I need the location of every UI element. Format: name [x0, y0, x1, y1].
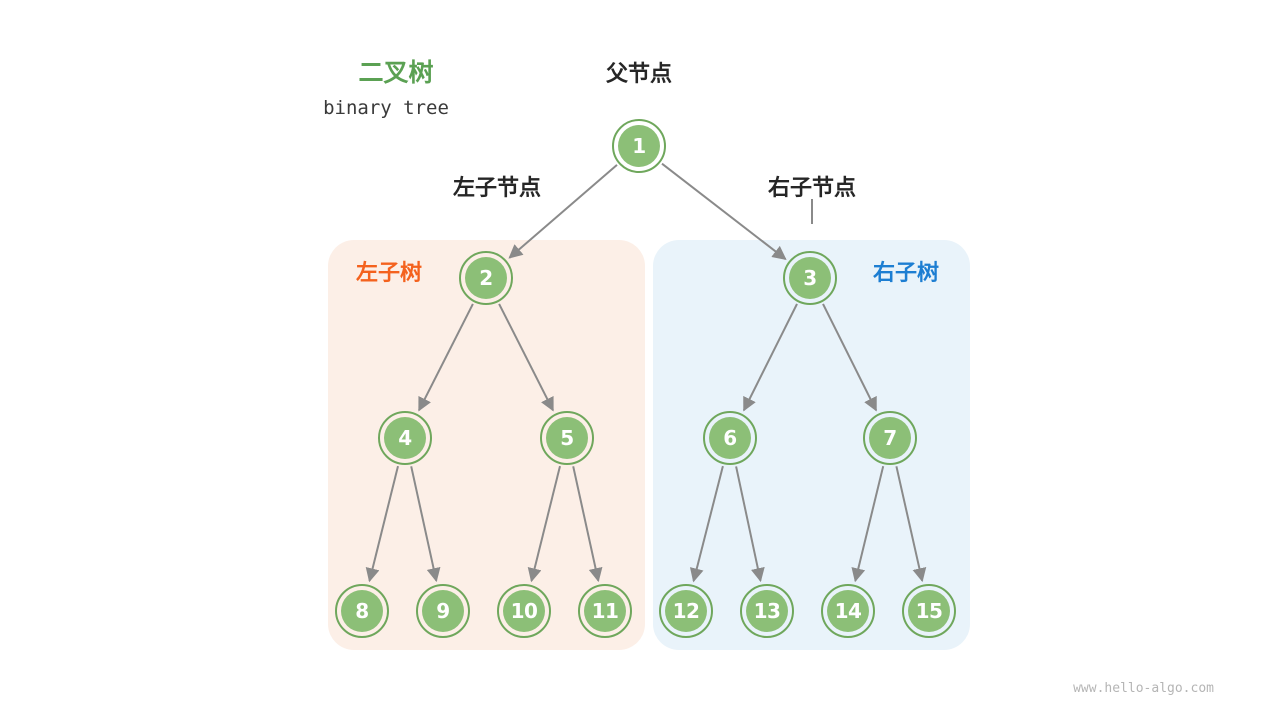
- tree-node-9: 9: [416, 584, 470, 638]
- tree-node-value: 13: [746, 590, 788, 632]
- tree-node-7: 7: [863, 411, 917, 465]
- tree-edge-3-7: [822, 303, 877, 412]
- tree-edge-5-10: [527, 465, 561, 583]
- tree-edge-7-14: [851, 465, 885, 583]
- right-child-node-label: 右子节点: [767, 175, 857, 200]
- tree-node-value: 5: [546, 417, 588, 459]
- tree-node-8: 8: [335, 584, 389, 638]
- parent-node-label: 父节点: [605, 61, 673, 86]
- tree-node-13: 13: [740, 584, 794, 638]
- tree-node-value: 12: [665, 590, 707, 632]
- tree-edge-1-3: [661, 162, 787, 260]
- tree-node-value: 2: [465, 257, 507, 299]
- tree-node-value: 15: [908, 590, 950, 632]
- tree-node-2: 2: [459, 251, 513, 305]
- tree-edge-4-8: [365, 465, 399, 583]
- tree-edge-3-6: [743, 303, 798, 412]
- tree-node-11: 11: [578, 584, 632, 638]
- tree-node-1: 1: [612, 119, 666, 173]
- tree-edge-2-5: [498, 303, 554, 412]
- tree-node-value: 6: [709, 417, 751, 459]
- tree-edge-6-12: [689, 465, 724, 583]
- tree-node-value: 9: [422, 590, 464, 632]
- tree-edge-2-4: [418, 303, 474, 412]
- diagram-title-chinese: 二叉树: [358, 59, 434, 87]
- tree-edge-5-11: [572, 466, 603, 583]
- watermark: www.hello-algo.com: [1073, 681, 1214, 696]
- tree-node-10: 10: [497, 584, 551, 638]
- left-child-node-label: 左子节点: [452, 175, 542, 200]
- tree-node-14: 14: [821, 584, 875, 638]
- tree-node-12: 12: [659, 584, 713, 638]
- tree-node-value: 3: [789, 257, 831, 299]
- tree-node-4: 4: [378, 411, 432, 465]
- tree-node-value: 4: [384, 417, 426, 459]
- left-subtree-label: 左子树: [355, 260, 423, 285]
- tree-node-value: 11: [584, 590, 626, 632]
- tree-node-value: 1: [618, 125, 660, 167]
- right-subtree-label: 右子树: [872, 260, 940, 285]
- tree-node-value: 14: [827, 590, 869, 632]
- tree-node-value: 7: [869, 417, 911, 459]
- tree-edge-7-15: [895, 466, 927, 583]
- tree-edge-1-2: [508, 164, 618, 259]
- tree-node-5: 5: [540, 411, 594, 465]
- tree-node-3: 3: [783, 251, 837, 305]
- tree-edge-4-9: [410, 466, 441, 583]
- tree-node-value: 10: [503, 590, 545, 632]
- tree-edge-6-13: [735, 466, 765, 583]
- diagram-title-english: binary tree: [323, 97, 449, 119]
- tree-node-6: 6: [703, 411, 757, 465]
- tree-node-value: 8: [341, 590, 383, 632]
- tree-node-15: 15: [902, 584, 956, 638]
